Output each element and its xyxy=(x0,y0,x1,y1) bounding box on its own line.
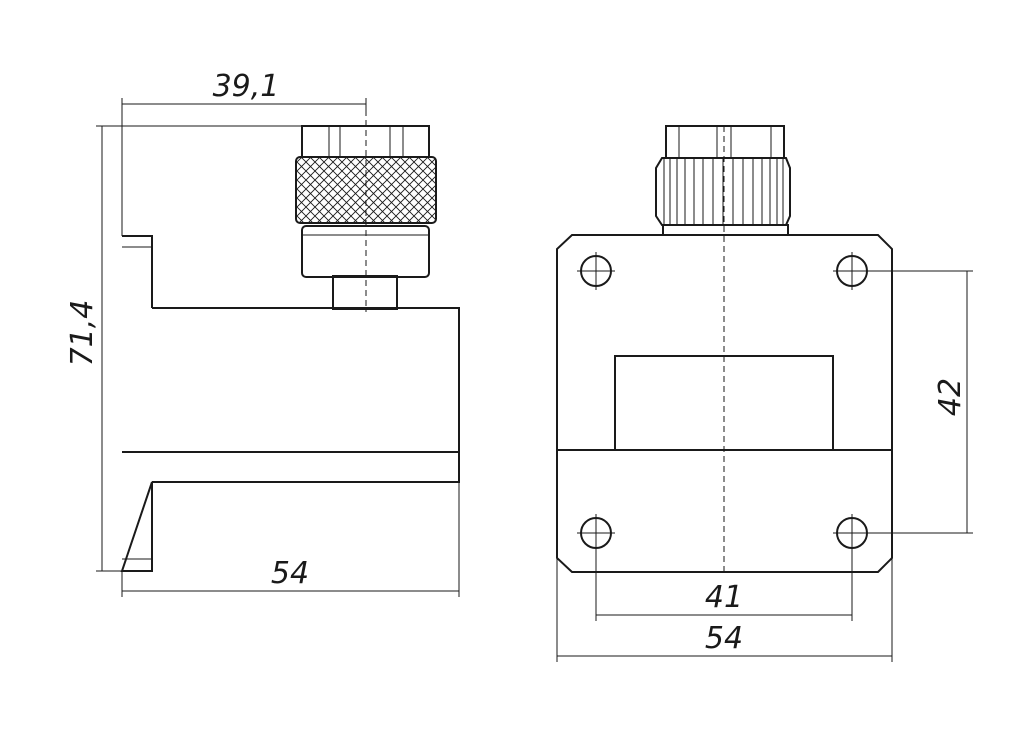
dim-label-71-4: 71,4 xyxy=(65,300,100,367)
front-knurl-lines xyxy=(663,158,784,225)
dim-label-42: 42 xyxy=(933,378,968,416)
mounting-hole-top-left xyxy=(577,252,615,290)
dim-side-bottom: 54 xyxy=(121,482,460,597)
dim-label-54-side: 54 xyxy=(271,556,309,591)
dim-front-vertical: 42 xyxy=(852,270,973,534)
side-view: 39,1 71,4 54 xyxy=(65,69,460,597)
front-connector-base xyxy=(662,224,789,236)
dim-front-width: 54 xyxy=(556,558,893,662)
dim-front-horizontal-holes: 41 xyxy=(595,533,853,621)
side-body xyxy=(152,307,460,483)
front-view: 42 41 54 xyxy=(556,125,973,662)
front-knurled-ring xyxy=(655,157,791,226)
dim-label-54-front: 54 xyxy=(705,621,743,656)
front-flange-plate xyxy=(556,234,893,573)
dim-label-39-1: 39,1 xyxy=(213,69,280,104)
front-connector-head xyxy=(665,125,785,159)
dim-label-41: 41 xyxy=(705,580,743,615)
dim-side-top: 39,1 xyxy=(121,69,367,236)
side-flange xyxy=(120,235,153,572)
side-connector-stem xyxy=(332,275,398,310)
dim-side-height: 71,4 xyxy=(65,125,302,572)
